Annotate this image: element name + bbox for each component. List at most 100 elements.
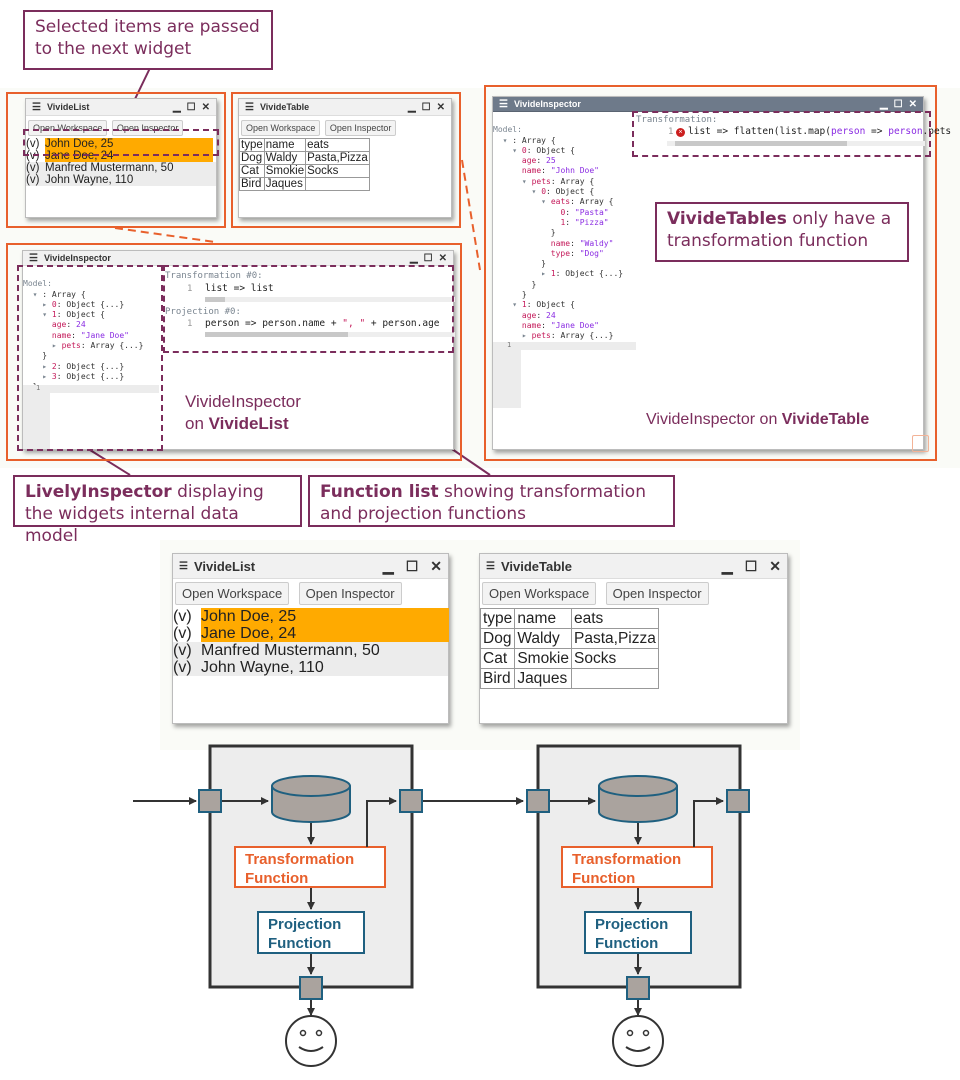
tree-node[interactable]: ▸ pets: Array {...} <box>51 341 144 351</box>
title-bar[interactable]: ☰ VivideInspector ▁ ☐ ✕ <box>493 97 923 112</box>
maximize-icon[interactable]: ☐ <box>744 557 758 574</box>
window-vivide-list-large[interactable]: ☰ VivideList ▁ ☐ ✕ Open Workspace Open I… <box>172 553 449 724</box>
title-bar[interactable]: ☰ VivideList ▁ ☐ ✕ <box>173 554 448 579</box>
minimize-icon[interactable]: ▁ <box>172 101 181 113</box>
resize-handle[interactable] <box>912 435 929 452</box>
window-vivide-list[interactable]: ☰ VivideList ▁ ☐ ✕ Open Workspace Open I… <box>25 98 217 218</box>
minimize-icon[interactable]: ▁ <box>382 557 394 574</box>
open-workspace-button[interactable]: Open Workspace <box>482 582 597 605</box>
close-icon[interactable]: ✕ <box>201 101 210 113</box>
close-icon[interactable]: ✕ <box>430 557 442 574</box>
table-row[interactable]: Cat Smokie Socks <box>479 648 659 669</box>
code-param: person <box>831 126 866 137</box>
window-vivide-table[interactable]: ☰ VivideTable ▁ ☐ ✕ Open Workspace Open … <box>238 98 452 218</box>
minimize-icon[interactable]: ▁ <box>721 557 733 574</box>
column-header[interactable]: name <box>514 608 572 629</box>
table-cell: Cat <box>479 648 516 669</box>
open-inspector-button[interactable]: Open Inspector <box>298 582 402 605</box>
list-item[interactable]: (v)Jane Doe, 24 <box>26 150 216 162</box>
open-workspace-button[interactable]: Open Workspace <box>28 120 108 136</box>
tree-node[interactable]: ▾ 0: Object { <box>512 145 575 155</box>
list-item[interactable]: (v)Jane Doe, 24 <box>173 625 449 642</box>
close-icon[interactable]: ✕ <box>769 557 781 574</box>
list-item[interactable]: (v)John Doe, 25 <box>26 138 216 150</box>
close-icon[interactable]: ✕ <box>438 252 447 264</box>
menu-icon[interactable]: ☰ <box>499 98 508 110</box>
transformation-editor[interactable]: list => list <box>205 283 274 294</box>
maximize-icon[interactable]: ☐ <box>423 252 433 264</box>
callout-bold: Function list <box>320 482 439 502</box>
menu-icon[interactable]: ☰ <box>179 560 188 572</box>
list-item[interactable]: (v)John Wayne, 110 <box>173 659 448 676</box>
window-title: VivideTable <box>500 558 573 574</box>
projection-editor[interactable]: person => person.name + ", " + person.ag… <box>205 318 440 329</box>
list-item[interactable]: (v)Manfred Mustermann, 50 <box>173 642 448 659</box>
window-vivide-table-large[interactable]: ☰ VivideTable ▁ ☐ ✕ Open Workspace Open … <box>479 553 788 724</box>
menu-icon[interactable]: ☰ <box>32 101 41 113</box>
list-item[interactable]: (v)Manfred Mustermann, 50 <box>26 162 216 174</box>
column-header[interactable]: eats <box>305 138 370 152</box>
tree-node[interactable]: ▾ pets: Array { <box>521 176 595 186</box>
projection-scrollbar[interactable] <box>205 332 455 337</box>
menu-icon[interactable]: ☰ <box>29 252 38 264</box>
column-header[interactable]: type <box>479 608 516 629</box>
open-workspace-button[interactable]: Open Workspace <box>175 582 290 605</box>
maximize-icon[interactable]: ☐ <box>405 557 419 574</box>
minimize-icon[interactable]: ▁ <box>409 252 418 264</box>
close-icon[interactable]: ✕ <box>908 98 917 110</box>
table-row[interactable]: Dog Waldy Pasta,Pizza <box>479 628 659 649</box>
callout-selected-items: Selected items are passed to the next wi… <box>23 10 273 70</box>
tree-node[interactable]: ▸ 0: Object {...} <box>42 299 125 309</box>
table-row[interactable]: Bird Jaques <box>239 177 370 191</box>
editor-line[interactable] <box>493 342 636 350</box>
table-cell: Dog <box>239 151 265 165</box>
table-row[interactable]: Dog Waldy Pasta,Pizza <box>239 151 370 165</box>
tree-node[interactable]: ▸ 3: Object {...} <box>42 371 125 381</box>
tree-node[interactable]: ▸ 2: Object {...} <box>42 361 125 371</box>
open-inspector-button[interactable]: Open Inspector <box>605 582 709 605</box>
tree-node[interactable]: ▾ : Array { <box>502 135 556 145</box>
editor-line[interactable] <box>23 385 159 393</box>
open-inspector-button[interactable]: Open Inspector <box>111 120 184 136</box>
menu-icon[interactable]: ☰ <box>245 101 254 113</box>
transformation-text-1: Transformation <box>572 851 681 868</box>
table-row[interactable]: Bird Jaques <box>479 668 659 689</box>
open-workspace-button[interactable]: Open Workspace <box>241 120 321 136</box>
column-header[interactable]: eats <box>571 608 659 629</box>
user-smiley-icon <box>285 1015 337 1067</box>
tree-node[interactable]: ▾ 1: Object { <box>42 310 105 320</box>
input-port <box>526 789 550 813</box>
editor-gutter <box>493 342 521 408</box>
window-inspector-list[interactable]: ☰ VivideInspector ▁ ☐ ✕ Model: ▾ : Array… <box>22 250 455 450</box>
column-header[interactable]: name <box>263 138 307 152</box>
projection-node <box>257 911 365 954</box>
tree-node[interactable]: ▾ : Array { <box>32 289 86 299</box>
minimize-icon[interactable]: ▁ <box>407 101 416 113</box>
tree-node[interactable]: ▸ 1: Object {...} <box>541 269 624 279</box>
title-bar[interactable]: ☰ VivideTable ▁ ☐ ✕ <box>239 99 451 116</box>
maximize-icon[interactable]: ☐ <box>186 101 196 113</box>
maximize-icon[interactable]: ☐ <box>893 98 903 110</box>
title-bar[interactable]: ☰ VivideInspector ▁ ☐ ✕ <box>23 251 453 266</box>
minimize-icon[interactable]: ▁ <box>879 98 888 110</box>
error-icon[interactable]: × <box>676 128 685 137</box>
table-row[interactable]: Cat Smokie Socks <box>239 164 370 178</box>
transformation-editor[interactable]: list => flatten(list.map(person => perso… <box>688 126 951 137</box>
tree-node[interactable]: ▾ 0: Object { <box>531 187 595 197</box>
maximize-icon[interactable]: ☐ <box>421 101 431 113</box>
title-bar[interactable]: ☰ VivideList ▁ ☐ ✕ <box>26 99 216 116</box>
tree-node[interactable]: ▾ 1: Object { <box>512 300 575 310</box>
projection-text-2: Function <box>268 935 331 952</box>
transformation-scrollbar[interactable] <box>667 141 925 146</box>
column-header[interactable]: type <box>239 138 265 152</box>
tree-node[interactable]: ▸ pets: Array {...} <box>521 331 614 341</box>
menu-icon[interactable]: ☰ <box>486 560 495 572</box>
transformation-scrollbar[interactable] <box>205 297 455 302</box>
window-title: VivideInspector <box>513 99 581 109</box>
close-icon[interactable]: ✕ <box>436 101 445 113</box>
open-inspector-button[interactable]: Open Inspector <box>324 120 397 136</box>
title-bar[interactable]: ☰ VivideTable ▁ ☐ ✕ <box>480 554 787 579</box>
list-item[interactable]: (v)John Doe, 25 <box>173 608 449 625</box>
tree-node[interactable]: ▾ eats: Array { <box>541 197 614 207</box>
list-item[interactable]: (v)John Wayne, 110 <box>26 174 216 186</box>
